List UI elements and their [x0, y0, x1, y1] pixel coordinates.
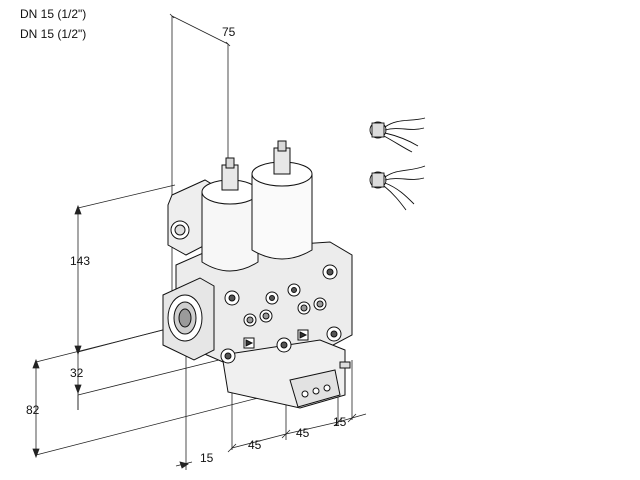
dim-height-base: 82	[26, 403, 40, 417]
size-label-1: DN 15 (1/2")	[20, 7, 87, 21]
valve-body	[162, 140, 353, 409]
connector-plug-bottom	[369, 165, 426, 211]
size-label-2: DN 15 (1/2")	[20, 27, 87, 41]
dim-height-total: 143	[70, 254, 90, 268]
dim-depth: 75	[222, 25, 236, 39]
dim-offset-right: 15	[333, 415, 347, 429]
dim-offset-left: 15	[200, 451, 214, 465]
dim-pitch-1: 45	[248, 438, 262, 452]
dim-height-inlet: 32	[70, 366, 84, 380]
dim-pitch-2: 45	[296, 426, 310, 440]
connector-plug-top	[369, 117, 426, 153]
